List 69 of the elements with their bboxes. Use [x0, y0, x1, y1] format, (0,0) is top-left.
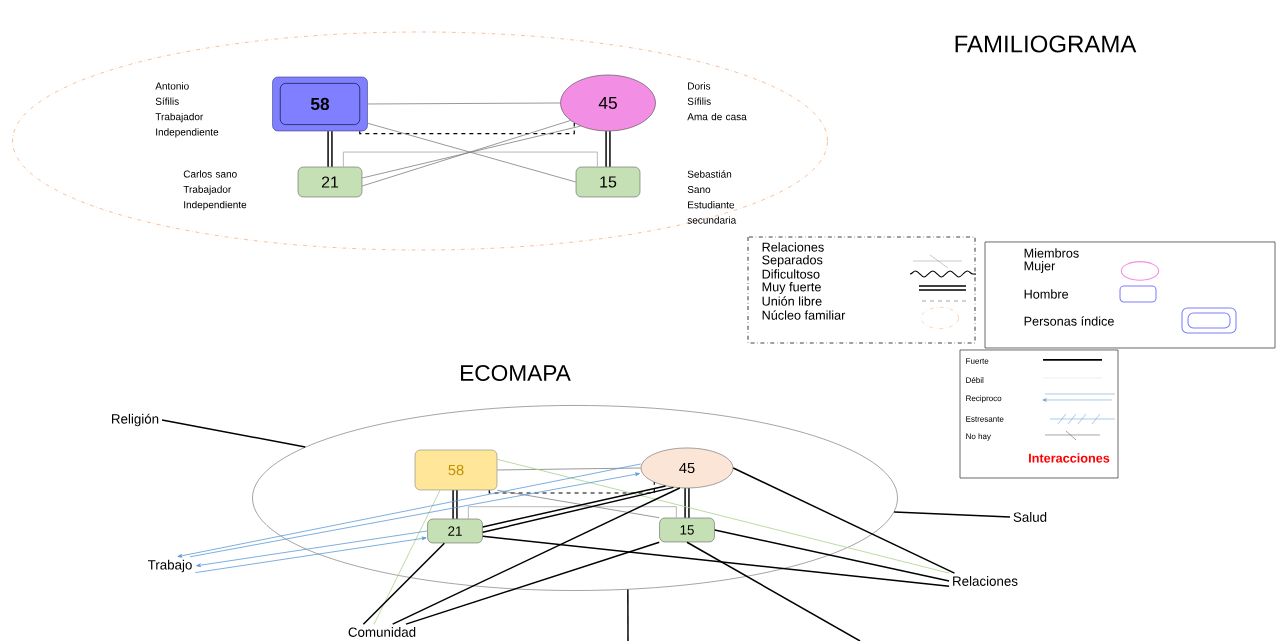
connector-line — [467, 506, 677, 520]
legend-label: Núcleo familiar — [762, 310, 846, 320]
index-person-box: 58 — [272, 76, 368, 132]
connector-line — [732, 467, 956, 574]
connector-line — [361, 125, 581, 179]
heading: FAMILIOGRAMA — [955, 35, 1137, 53]
connector-line — [482, 535, 950, 588]
legend-label: Muy fuerte — [762, 282, 821, 294]
legend-label: Débil — [966, 377, 984, 383]
system-label: Relaciones — [953, 576, 1018, 586]
man-box: 15 — [575, 166, 641, 198]
connector-line — [893, 511, 1011, 518]
legend-heading: Interacciones — [1029, 453, 1110, 463]
connector-line — [482, 486, 675, 534]
connector-line — [496, 489, 660, 519]
connector-line — [452, 490, 458, 519]
member-note: Ama de casa — [687, 112, 747, 121]
member-note: Sífilis — [155, 97, 179, 105]
man-box: 58 — [414, 449, 498, 491]
legend-label: Separados — [762, 255, 823, 267]
system-label: Salud — [1013, 512, 1047, 522]
member-note: Sebastián — [687, 170, 732, 178]
connector-line — [405, 541, 660, 625]
legend-label: Personas índice — [1024, 316, 1114, 326]
legend-label: No hay — [966, 433, 991, 441]
member-note: Sano — [687, 185, 711, 194]
member-note: Doris — [688, 82, 711, 90]
legend-label: Dificultoso — [762, 269, 820, 279]
family-circle — [252, 405, 898, 591]
connector-line — [686, 541, 861, 641]
connector-line — [684, 488, 690, 518]
connector-line — [605, 131, 611, 167]
connector-line — [488, 481, 655, 494]
man-box: 15 — [659, 517, 715, 543]
connector-line — [391, 487, 681, 625]
connector-line — [327, 131, 333, 167]
legend-label: Reciproco — [966, 395, 1002, 403]
connector-line — [373, 489, 441, 625]
connector-line — [367, 102, 561, 105]
connector-line — [496, 467, 642, 471]
legend-label: Mujer — [1024, 261, 1056, 273]
arrow — [196, 530, 428, 567]
connector-line — [627, 588, 629, 641]
legend-heading: Relaciones — [762, 242, 824, 252]
connector-line — [342, 151, 598, 168]
legend-label: Estresante — [966, 416, 1004, 422]
connector-line — [496, 458, 950, 574]
system-label: Trabajo — [147, 559, 192, 573]
connector-line — [714, 529, 950, 582]
legend-label: Unión libre — [762, 296, 822, 306]
member-note: Estudiante secundaria — [687, 201, 737, 224]
member-note: Trabajador Independiente — [155, 112, 219, 138]
connector-line — [482, 485, 667, 528]
arrow — [194, 536, 427, 574]
member-note: Antonio — [155, 82, 189, 90]
man-box: 21 — [427, 518, 483, 544]
family-circle — [12, 31, 828, 251]
system-label: Comunidad — [348, 627, 416, 637]
legend-label: Hombre — [1024, 289, 1069, 299]
legend-heading: Miembros — [1024, 248, 1079, 258]
heading: ECOMAPA — [461, 364, 571, 381]
legend-label: Fuerte — [966, 358, 989, 364]
member-note: Trabajador Independiente — [183, 185, 247, 211]
system-label: Religión — [112, 413, 159, 427]
connector-line — [362, 542, 446, 625]
connector-line — [161, 419, 306, 448]
man-box: 21 — [297, 166, 363, 198]
member-note: Carlos sano — [183, 170, 237, 178]
member-note: Sífilis — [687, 97, 711, 105]
